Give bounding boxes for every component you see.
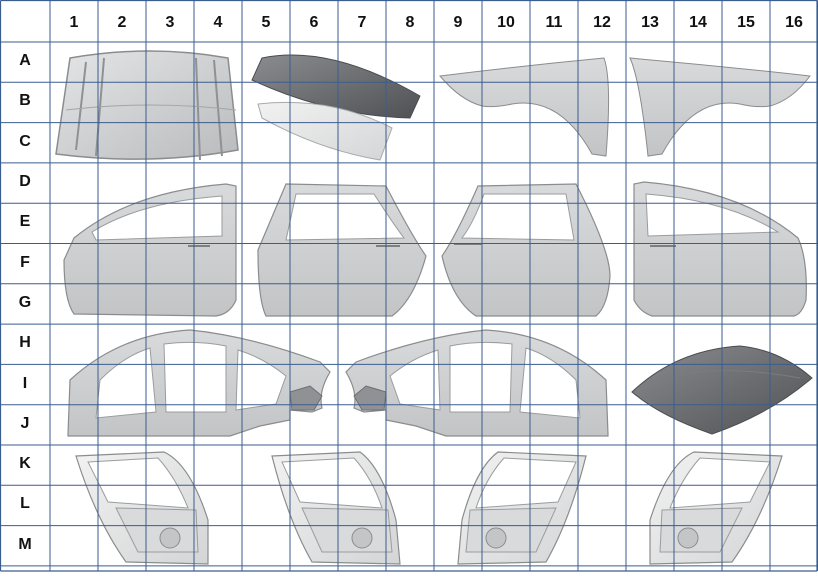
trunk-lid-outer: [251, 54, 421, 119]
row-header-l: L: [20, 495, 30, 513]
row-header-f: F: [20, 253, 30, 271]
column-header-1: 1: [69, 14, 79, 31]
row-header-g: G: [18, 293, 32, 311]
column-header-8: 8: [405, 14, 415, 31]
column-header-14: 14: [689, 14, 707, 31]
row-header-h: H: [19, 334, 31, 352]
column-header-12: 12: [593, 14, 611, 31]
door-rear-left: [257, 183, 427, 317]
body-side-left: [67, 329, 331, 437]
column-header-15: 15: [737, 14, 755, 31]
column-header-2: 2: [117, 14, 127, 31]
row-header-i: I: [22, 374, 28, 392]
column-header-11: 11: [545, 14, 563, 31]
column-header-5: 5: [261, 14, 271, 31]
row-header-m: M: [18, 535, 32, 553]
door-inner-rear-left: [457, 451, 587, 565]
row-header-b: B: [19, 92, 31, 110]
column-header-10: 10: [497, 14, 515, 31]
fender-right: [629, 57, 811, 157]
door-inner-front-left: [75, 451, 209, 565]
column-header-4: 4: [213, 14, 223, 31]
door-front-left: [63, 183, 237, 317]
door-inner-front-right-view-1: [271, 451, 401, 565]
body-side-right: [345, 329, 609, 437]
row-header-j: J: [20, 414, 30, 432]
row-header-k: K: [19, 455, 31, 473]
trunk-lid-inner: [257, 101, 393, 161]
door-front-right: [633, 181, 807, 317]
column-header-6: 6: [309, 14, 319, 31]
column-header-9: 9: [453, 14, 463, 31]
column-header-3: 3: [165, 14, 175, 31]
door-inner-rear-right: [649, 451, 783, 565]
hood-panel: [55, 50, 239, 161]
column-header-16: 16: [785, 14, 803, 31]
row-header-a: A: [19, 52, 31, 70]
column-header-7: 7: [357, 14, 367, 31]
row-header-d: D: [19, 173, 31, 191]
row-header-c: C: [19, 132, 31, 150]
door-rear-right: [441, 183, 611, 317]
fender-left: [439, 57, 610, 157]
column-header-13: 13: [641, 14, 659, 31]
row-header-e: E: [19, 213, 31, 231]
